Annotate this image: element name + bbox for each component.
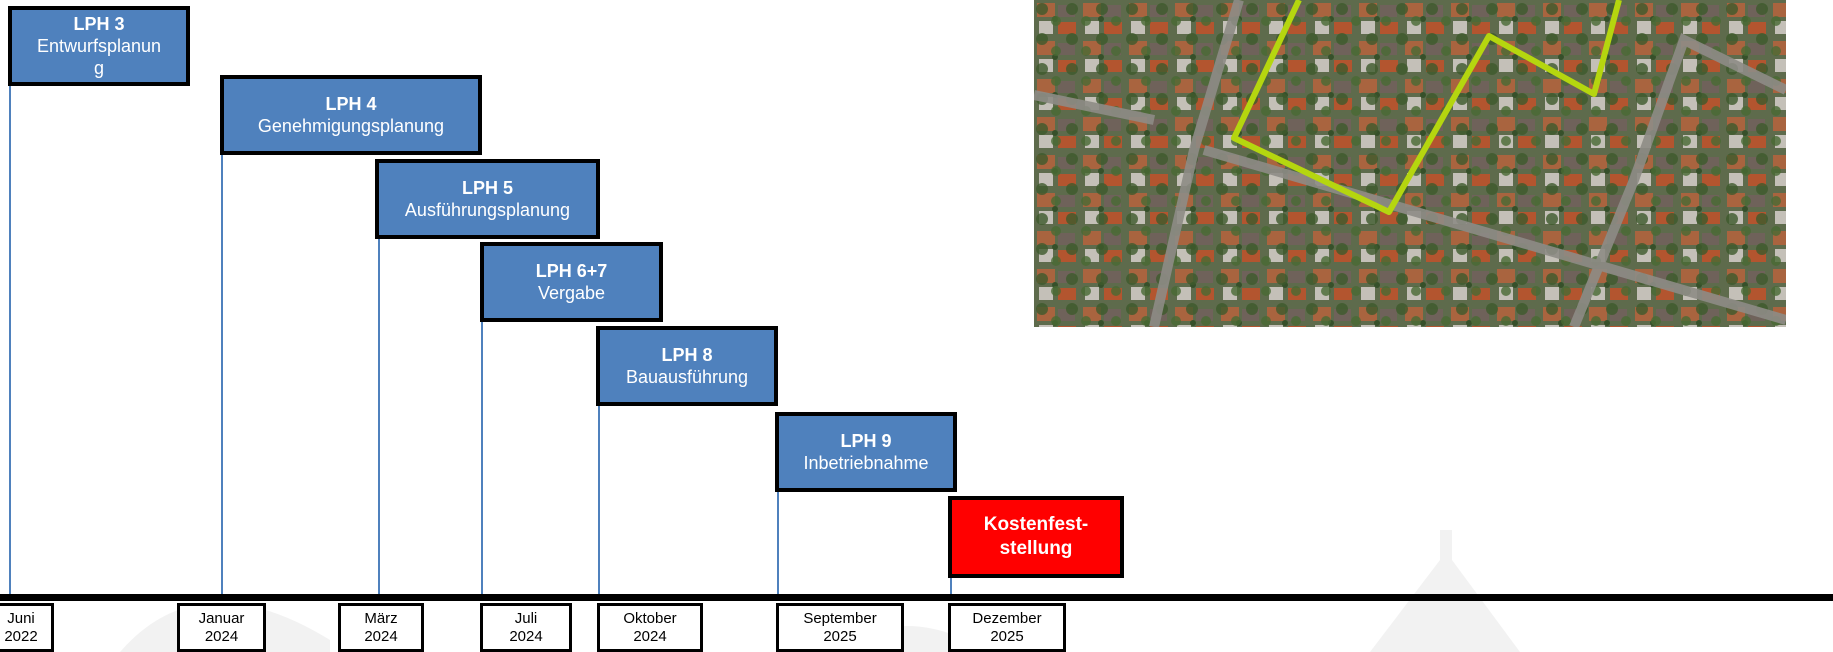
connector-line [950, 572, 952, 596]
phase-box-lph5: LPH 5 Ausführungsplanung [375, 159, 600, 239]
date-month: März [364, 610, 398, 627]
phase-name: Entwurfsplanung [36, 36, 162, 78]
date-year: 2025 [990, 628, 1024, 645]
date-year: 2024 [364, 628, 398, 645]
connector-line [598, 404, 600, 596]
phase-code: LPH 4 [325, 94, 377, 114]
phase-name: Genehmigungsplanung [257, 116, 445, 136]
phase-code: LPH 6+7 [535, 261, 608, 281]
date-label: September 2025 [776, 603, 904, 652]
phase-name: Ausführungsplanung [404, 200, 571, 220]
connector-line [481, 318, 483, 596]
phase-box-lph67: LPH 6+7 Vergabe [480, 242, 663, 322]
phase-code: LPH 9 [840, 431, 892, 451]
date-label: Juli 2024 [480, 603, 572, 652]
date-month: Juli [514, 610, 538, 627]
date-year: 2024 [509, 628, 543, 645]
phase-box-lph4: LPH 4 Genehmigungsplanung [220, 75, 482, 155]
date-label: Dezember 2025 [948, 603, 1066, 652]
phase-box-lph9: LPH 9 Inbetriebnahme [775, 412, 957, 492]
site-boundary-outline [1231, 0, 1622, 215]
connector-line [378, 236, 380, 596]
connector-line [777, 490, 779, 596]
milestone-kostenfeststellung: Kostenfest- stellung [948, 496, 1124, 578]
phase-name: Vergabe [537, 283, 606, 303]
phase-name: Bauausführung [625, 367, 749, 387]
connector-line [221, 150, 223, 596]
phase-box-lph3: LPH 3 Entwurfsplanung [8, 6, 190, 86]
date-year: 2022 [4, 628, 38, 645]
connector-line [9, 82, 11, 596]
date-label: März 2024 [338, 603, 424, 652]
phase-code: LPH 8 [661, 345, 713, 365]
milestone-line2: stellung [999, 538, 1073, 559]
date-year: 2025 [823, 628, 857, 645]
date-month: Dezember [972, 610, 1042, 627]
phase-code: LPH 3 [73, 14, 125, 34]
date-year: 2024 [204, 628, 239, 645]
phase-name: Inbetriebnahme [803, 453, 929, 473]
aerial-map-svg [1034, 0, 1786, 327]
date-label: Juni 2022 [0, 603, 54, 652]
date-month: Juni [7, 610, 35, 627]
timeline-axis [0, 594, 1833, 601]
date-label: Januar 2024 [177, 603, 266, 652]
date-month: Januar [198, 610, 245, 627]
date-month: September [803, 610, 877, 627]
phase-box-lph8: LPH 8 Bauausführung [596, 326, 778, 406]
milestone-line1: Kostenfest- [983, 514, 1089, 535]
date-month: Oktober [623, 610, 677, 627]
aerial-map-image [1034, 0, 1786, 327]
phase-code: LPH 5 [461, 178, 513, 198]
date-year: 2024 [633, 628, 667, 645]
date-label: Oktober 2024 [597, 603, 703, 652]
